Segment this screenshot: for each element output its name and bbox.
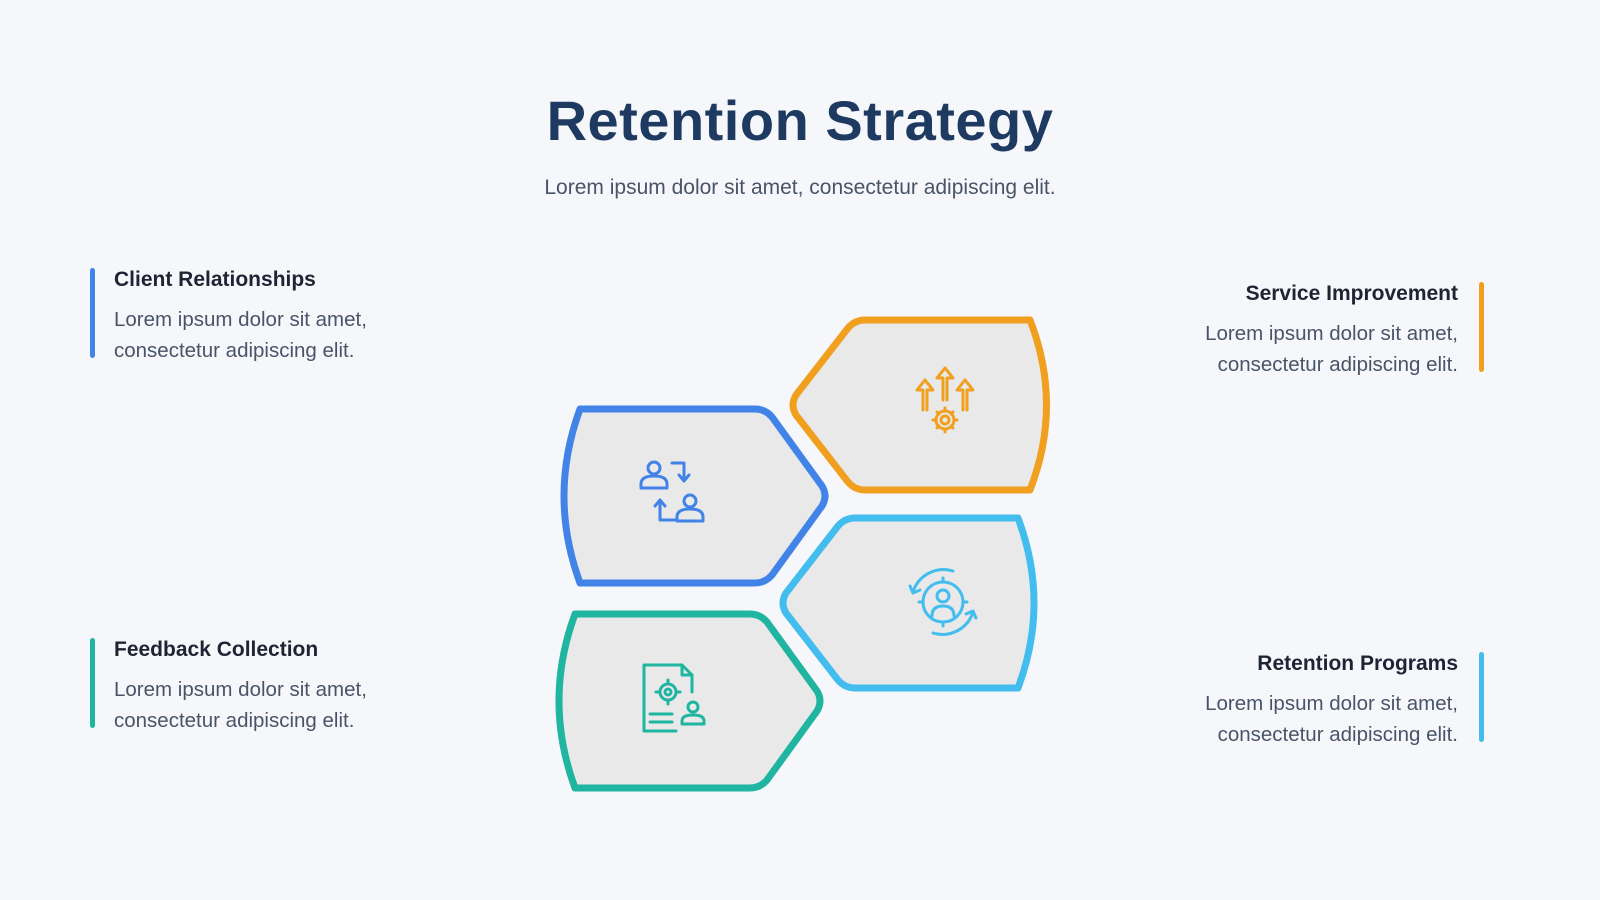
growth-gear-icon [915, 366, 975, 434]
retention-programs-accent-bar [1479, 652, 1484, 742]
retention-programs-title: Retention Programs [1257, 652, 1458, 675]
service-improvement-title: Service Improvement [1245, 282, 1458, 305]
client-exchange-icon [639, 460, 705, 523]
retention-programs-text: Lorem ipsum dolor sit amet,consectetur a… [1205, 692, 1458, 746]
retention-programs-shape [779, 514, 1038, 692]
client-relationships-accent-bar [90, 268, 95, 358]
service-improvement-text: Lorem ipsum dolor sit amet,consectetur a… [1205, 322, 1458, 376]
feedback-collection-item: Feedback Collection Lorem ipsum dolor si… [90, 638, 444, 736]
feedback-collection-shape [555, 610, 824, 792]
service-improvement-shape [789, 316, 1050, 494]
document-gear-user-icon [642, 663, 706, 733]
feedback-collection-title: Feedback Collection [114, 638, 319, 661]
page-subtitle: Lorem ipsum dolor sit amet, consectetur … [544, 176, 1056, 199]
client-relationships-text: Lorem ipsum dolor sit amet,consectetur a… [114, 308, 367, 362]
feedback-collection-text: Lorem ipsum dolor sit amet,consectetur a… [114, 678, 367, 732]
feedback-collection-accent-bar [90, 638, 95, 728]
page-title: Retention Strategy [546, 89, 1054, 152]
retention-programs-item: Retention Programs Lorem ipsum dolor sit… [1128, 652, 1484, 750]
client-relationships-title: Client Relationships [114, 268, 316, 291]
service-improvement-accent-bar [1479, 282, 1484, 372]
service-improvement-item: Service Improvement Lorem ipsum dolor si… [1128, 282, 1484, 380]
user-gear-cycle-icon [908, 568, 978, 636]
client-relationships-item: Client Relationships Lorem ipsum dolor s… [90, 268, 444, 366]
client-relationships-shape [560, 405, 829, 587]
